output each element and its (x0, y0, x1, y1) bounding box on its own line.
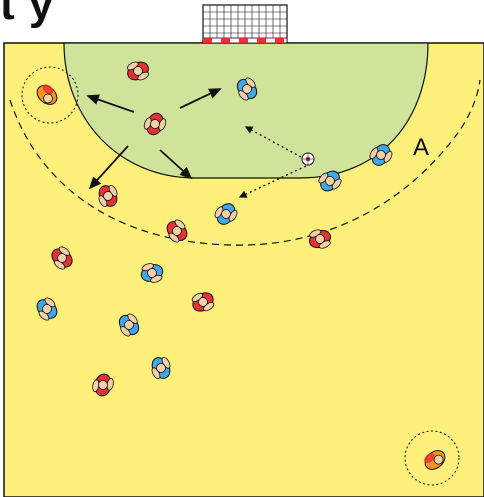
defender-movement-arrows (86, 88, 222, 190)
goal-area (63, 42, 429, 179)
pass-lines (238, 126, 307, 198)
highlight-circle-left (21, 66, 79, 124)
heading-fragment: t y (0, 0, 55, 29)
ball-icon (301, 152, 315, 166)
free-throw-line (9, 79, 481, 246)
goal-net-icon (202, 4, 288, 44)
highlight-circle-bottom-right (404, 430, 460, 486)
zone-label: A (413, 134, 429, 161)
